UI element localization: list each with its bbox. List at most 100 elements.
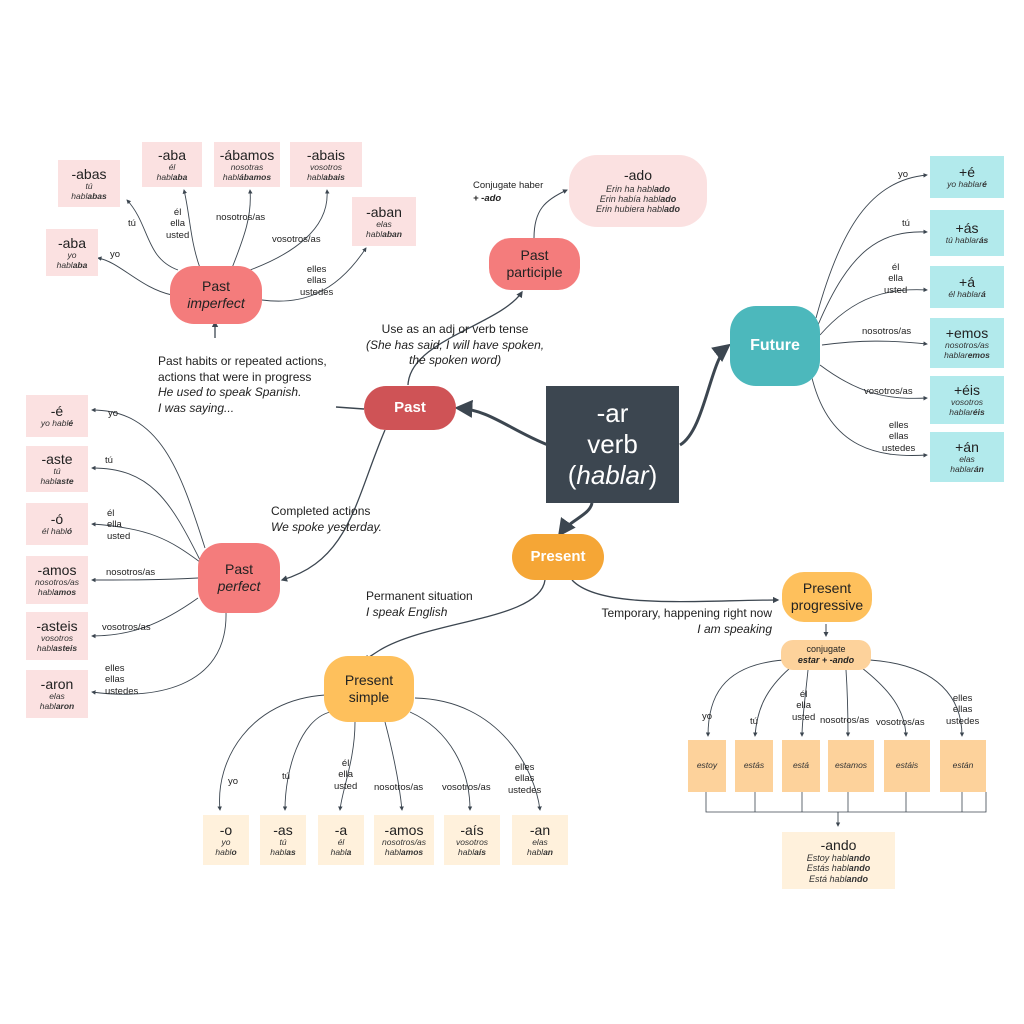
suffix: -é: [50, 403, 64, 420]
perfect-pronoun-vosotros: vosotros/as: [102, 622, 151, 633]
simple-ending-ellas: -an elas hablan: [512, 815, 568, 865]
present-progressive-node: Present progressive: [782, 572, 872, 622]
past-participle-node: Past participle: [489, 238, 580, 290]
progressive-conjugate-box: conjugate estar + -ando: [781, 640, 871, 670]
future-ending-vosotros: +éis vosotros hablaréis: [930, 376, 1004, 424]
center-line3-wrap: (hablar): [567, 460, 658, 491]
person: vosotros: [309, 161, 343, 172]
example: hablaban: [366, 228, 402, 239]
center-line3: hablar: [576, 460, 649, 491]
perfect-label1: Past: [224, 561, 253, 578]
suffix: +ás: [955, 220, 979, 237]
participle-ado-box: -ado Erin ha hablado Erin había hablado …: [569, 155, 707, 227]
perfect-ending-tu: -aste tú hablaste: [26, 446, 88, 492]
participle-use2: (She has said, I will have spoken,: [366, 337, 545, 352]
example: hablamos: [37, 587, 77, 598]
person: nosotros/as: [35, 577, 79, 588]
past-node: Past: [364, 386, 456, 430]
imperfect-ending-ellas: -aban elas hablaban: [352, 197, 416, 246]
progressive-form-estoy: estoy: [688, 740, 726, 792]
participle-conj2: + -ado: [473, 192, 502, 204]
future-pronoun-nosotros: nosotros/as: [862, 326, 912, 337]
suffix: -abas: [71, 165, 107, 182]
imperfect-label1: Past: [201, 278, 230, 295]
suffix: +éis: [953, 382, 981, 399]
perfect-desc1: Completed actions: [271, 504, 371, 518]
progressive-conj2: estar + -ando: [797, 655, 855, 665]
center-line1: -ar: [596, 397, 629, 428]
imperfect-ending-el: -aba él hablaba: [142, 142, 202, 187]
progressive-form-estas: estás: [735, 740, 773, 792]
person: tú: [279, 837, 287, 848]
progressive-ando-box: -ando Estoy hablando Estás hablando Está…: [782, 832, 895, 889]
suffix: +emos: [945, 325, 989, 342]
simple-pronoun-nosotros: nosotros/as: [374, 782, 424, 793]
progressive-ex2: Estás hablando: [806, 863, 871, 874]
future-ending-nosotros: +emos nosotros/as hablaremos: [930, 318, 1004, 368]
imperfect-desc2: actions that were in progress: [158, 369, 312, 384]
simple-description: Permanent situation I speak English: [366, 589, 473, 620]
imperfect-pronoun-vosotros: vosotros/as: [272, 234, 321, 245]
simple-desc2: I speak English: [366, 604, 448, 619]
participle-label2: participle: [506, 264, 563, 280]
imperfect-desc4: I was saying...: [158, 400, 235, 415]
perfect-description: Completed actions We spoke yesterday.: [271, 504, 382, 535]
example: hablamos: [384, 847, 424, 858]
suffix: -aste: [41, 451, 73, 468]
suffix: -abais: [306, 146, 346, 163]
past-label: Past: [394, 399, 426, 416]
imperfect-pronoun-yo: yo: [110, 249, 121, 260]
example: hablaba: [156, 171, 188, 182]
past-imperfect-node: Past imperfect: [170, 266, 262, 324]
suffix: +á: [959, 274, 975, 291]
perfect-ending-yo: -é yo hablé: [26, 395, 88, 437]
suffix: -amos: [384, 822, 424, 839]
participle-ex3: Erin hubiera hablado: [595, 204, 681, 215]
perfect-pronoun-yo: yo: [108, 408, 119, 419]
simple-ending-vosotros: -aís vosotros hablaís: [444, 815, 500, 865]
perfect-ending-nosotros: -amos nosotros/as hablamos: [26, 556, 88, 604]
suffix: +án: [955, 439, 979, 456]
suffix: +é: [959, 164, 975, 181]
progressive-desc1: Temporary, happening right now: [601, 606, 772, 620]
person: elas: [49, 691, 65, 702]
example: hablaron: [39, 701, 75, 712]
present-simple-node: Present simple: [324, 656, 414, 722]
simple-ending-yo: -o yo hablo: [203, 815, 249, 865]
example: tú hablarás: [945, 235, 989, 246]
progressive-ex3: Está hablando: [808, 873, 869, 884]
example: habla: [330, 847, 352, 858]
simple-ending-nosotros: -amos nosotros/as hablamos: [374, 815, 434, 865]
progressive-pronoun-yo: yo: [702, 711, 713, 722]
example: hablarán: [950, 464, 984, 475]
progressive-conj1: conjugate: [806, 644, 846, 655]
example: hablabas: [71, 190, 107, 201]
participle-use1: Use as an adj or verb tense: [381, 322, 529, 336]
imperfect-label2: imperfect: [187, 295, 245, 311]
simple-desc1: Permanent situation: [366, 589, 473, 603]
future-ending-yo: +é yo hablaré: [930, 156, 1004, 198]
participle-label1: Past: [520, 247, 549, 264]
example: hablo: [215, 847, 237, 858]
future-pronoun-vosotros: vosotros/as: [864, 386, 913, 397]
participle-use3: the spoken word): [409, 353, 502, 368]
perfect-ending-el: -ó él habló: [26, 503, 88, 545]
progressive-label2: progressive: [790, 597, 864, 613]
suffix: -as: [273, 822, 293, 839]
imperfect-ending-tu: -abas tú hablabas: [58, 160, 120, 207]
participle-conj1: Conjugate haber: [473, 180, 544, 191]
imperfect-description: Past habits or repeated actions, actions…: [158, 354, 327, 416]
example: yo hablaré: [947, 179, 987, 190]
simple-ending-tu: -as tú hablas: [260, 815, 306, 865]
progressive-suffix: -ando: [820, 836, 857, 853]
present-node: Present: [512, 534, 604, 580]
imperfect-ending-yo: -aba yo hablaba: [46, 229, 98, 276]
